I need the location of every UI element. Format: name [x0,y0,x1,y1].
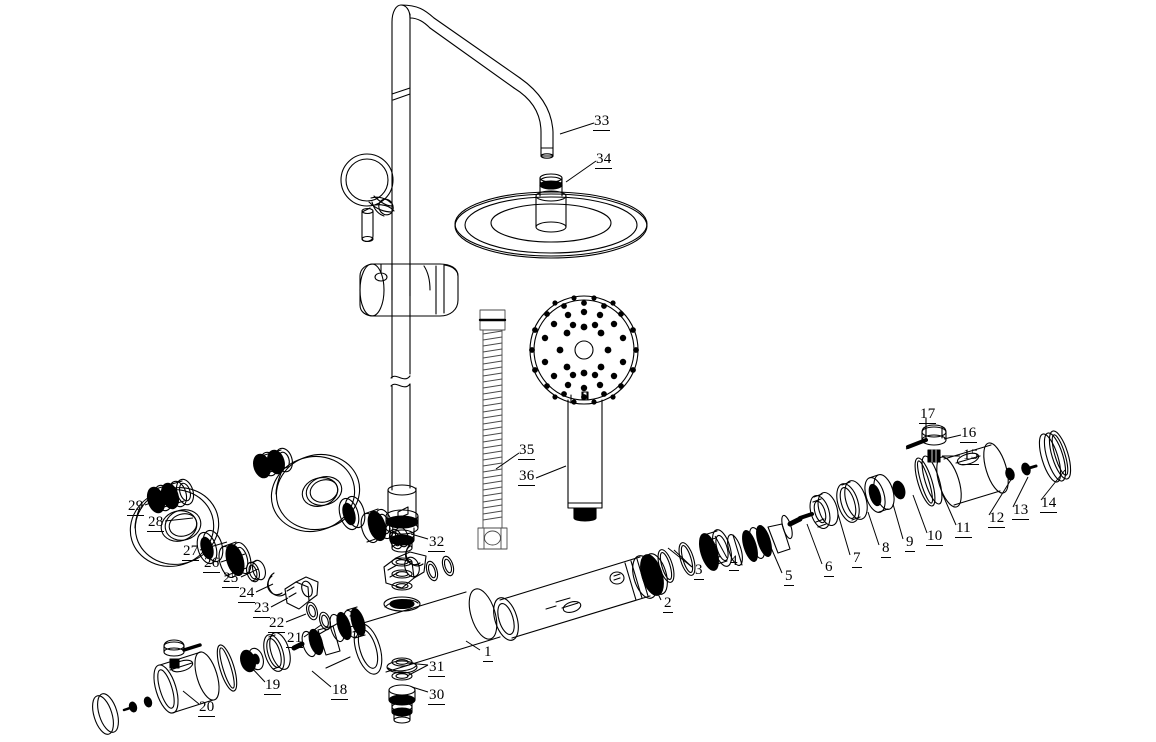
callout-9: 9 [905,534,915,552]
callout-34: 34 [595,151,613,169]
handle-ring-part-19 [216,632,291,692]
callout-12: 12 [988,510,1006,528]
callout-20: 20 [198,699,216,717]
shower-hose [477,309,508,550]
grub-screws [1005,462,1038,481]
callout-31: 31 [428,659,446,677]
overhead-shower-head [454,173,648,259]
seat-part-8 [864,474,895,513]
callout-11: 11 [955,520,972,538]
circlip-part-24 [267,572,286,597]
callout-16: 16 [960,425,978,443]
callout-22: 22 [268,615,286,633]
washers-21-22 [305,601,332,631]
outlet-fitting-part-32 [385,509,419,553]
callout-25: 25 [222,570,240,588]
callout-3: 3 [694,562,704,580]
callout-33: 33 [593,113,611,131]
callout-13: 13 [1012,502,1030,520]
callout-2: 2 [663,595,673,613]
riser-rail-assembly [340,4,554,527]
retaining-ring-part-10 [914,455,943,507]
hex-nut-part-23 [284,576,319,610]
callout-8: 8 [881,540,891,558]
upper-inlet-group [253,447,424,567]
outlet-fitting-part-30 [388,684,416,724]
callout-10: 10 [926,528,944,546]
leader-lines [144,122,1066,705]
flow-cartridge-part-18 [291,606,366,658]
handle-cap-group [906,417,947,463]
inlet-elbow-part-29 [146,478,195,514]
callout-6: 6 [824,559,834,577]
callout-17: 17 [919,406,937,424]
callout-28: 28 [147,514,165,532]
callout-27: 27 [182,543,200,561]
handle-shroud-part-11 [936,442,1009,508]
shower-handset [529,295,639,522]
end-cap-part-14 [1038,430,1072,483]
union-washers [425,555,455,582]
callout-7: 7 [852,550,862,568]
callout-26: 26 [203,555,221,573]
callout-4: 4 [729,553,739,571]
thermostatic-cartridge [727,512,814,566]
callout-35: 35 [518,442,536,460]
callout-30: 30 [428,687,446,705]
ring-part-7 [836,480,868,523]
o-ring-part-9 [892,480,906,500]
cartridge-housing [493,553,668,641]
bush-part-26 [218,541,252,579]
callout-15: 15 [962,447,980,465]
callout-32: 32 [428,534,446,552]
callout-5: 5 [784,568,794,586]
handle-body-part-20 [92,639,220,735]
callout-14: 14 [1040,495,1058,513]
callout-1: 1 [483,644,493,662]
callout-36: 36 [518,468,536,486]
callout-29: 29 [127,498,145,516]
lock-nut-part-6 [809,491,839,530]
callout-23: 23 [253,600,271,618]
callout-19: 19 [264,677,282,695]
callout-24: 24 [238,585,256,603]
callout-18: 18 [331,682,349,700]
callout-21: 21 [286,630,304,648]
